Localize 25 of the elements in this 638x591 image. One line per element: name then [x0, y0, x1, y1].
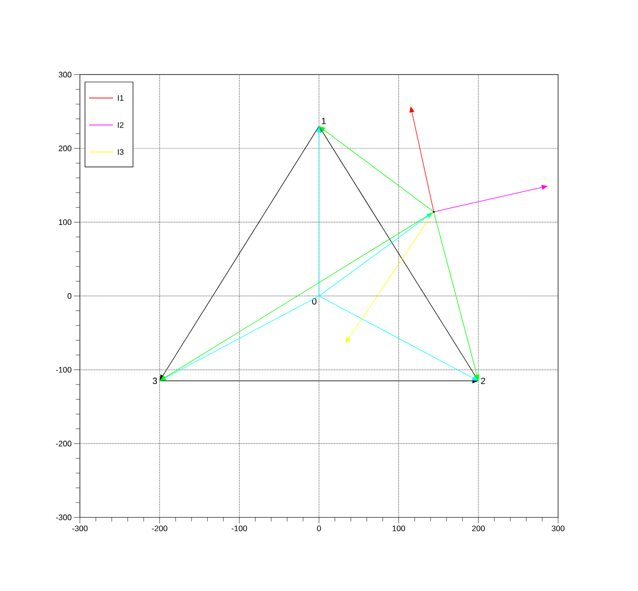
- tick-label: 0: [68, 293, 72, 299]
- point-label: 2: [481, 378, 486, 384]
- point-label: 0: [312, 298, 316, 305]
- tick-label: -200: [56, 440, 72, 446]
- tick-label: -300: [72, 526, 88, 532]
- tick-label: 100: [58, 219, 72, 226]
- tick-label: -100: [56, 366, 72, 373]
- arrow: [160, 212, 434, 381]
- tick-label: -100: [232, 526, 247, 532]
- arrow: [319, 126, 434, 212]
- tick-label: 200: [58, 146, 72, 152]
- arrow: [318, 296, 478, 381]
- tick-label: 300: [58, 72, 72, 78]
- tick-label: 0: [317, 526, 321, 532]
- tick-label: -300: [56, 514, 72, 520]
- tick-label: -200: [152, 526, 168, 532]
- tick-label: 100: [392, 526, 406, 532]
- legend-label: I1: [118, 95, 124, 101]
- tick-label: 300: [552, 526, 564, 532]
- legend-label: I2: [118, 122, 124, 128]
- point-label: 1: [322, 118, 326, 124]
- tick-label: 200: [472, 526, 485, 532]
- legend-label: I3: [118, 149, 124, 155]
- junction-point: [432, 210, 435, 213]
- point-label: 3: [152, 378, 157, 384]
